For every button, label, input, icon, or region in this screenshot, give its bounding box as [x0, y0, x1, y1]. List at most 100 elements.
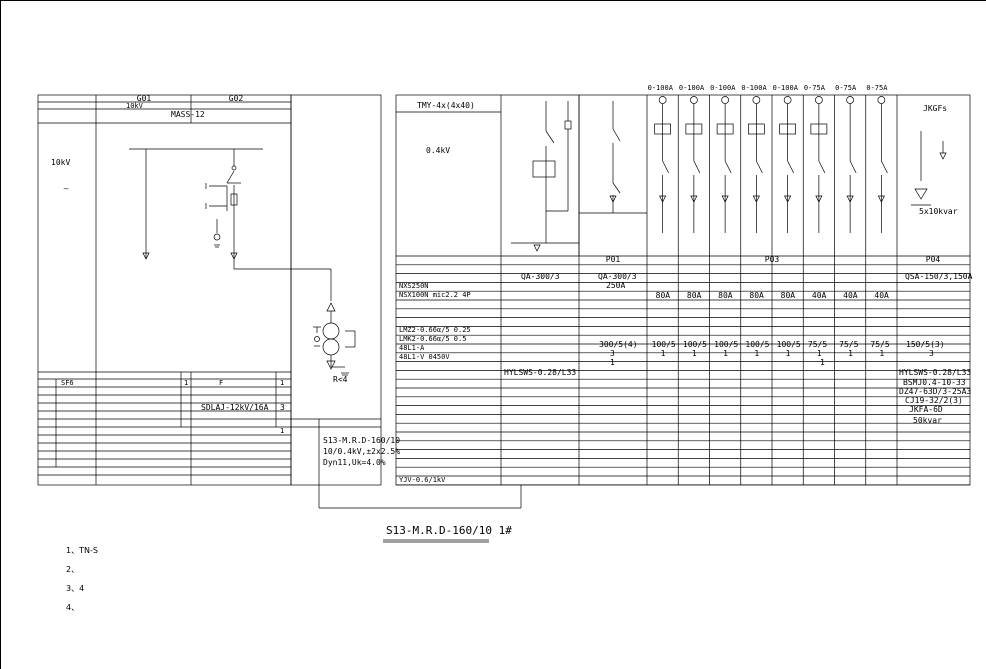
feeder-arrow — [784, 195, 792, 203]
ammeter-symbol — [877, 96, 886, 104]
feeder-arrow — [877, 195, 885, 203]
p04-spec-2: BSMJ0.4-10-33 — [903, 378, 966, 387]
note-1: 1、TN-S — [66, 546, 98, 555]
transformer-model-3: Dyn11,Uk=4.0% — [323, 458, 386, 467]
breaker-rating: 80A — [749, 291, 764, 300]
energy-meter — [716, 123, 734, 135]
ct-ratio: 100/5 — [651, 340, 676, 349]
note-4: 4、 — [66, 603, 80, 612]
ammeter-range-label: 0-100A — [678, 84, 705, 92]
hv-switch2-qty: 1 — [280, 379, 285, 387]
breaker-blade — [849, 160, 857, 174]
ct-p01: 300/5(4) — [599, 340, 638, 349]
ct-ratio: 75/5 — [807, 340, 828, 349]
feeder-arrow — [846, 195, 854, 203]
ammeter-symbol — [846, 96, 854, 104]
lv-row-label: LMZ2-0.66α/5 0.25 — [399, 326, 471, 335]
breaker-blade — [818, 160, 826, 174]
hv-col1-use: 10kV — [126, 102, 143, 110]
ct-quantity: 1 — [785, 349, 791, 358]
ammeter-range-label: 0-100A — [741, 84, 767, 92]
hv-switch-model: SF6 — [61, 379, 74, 387]
p04-spec-3: DZ47-63D/3-25A3 — [899, 387, 972, 396]
energy-meter — [810, 123, 828, 135]
ct-p01-qty2: 1 — [610, 358, 615, 367]
hv-voltage: 10kV — [51, 158, 71, 167]
volt-qty: 1 — [820, 358, 825, 367]
ct-quantity: 1 — [816, 349, 822, 358]
qa-p01-rating: 250A — [606, 281, 626, 290]
breaker-rating: 80A — [718, 291, 733, 300]
energy-meter — [779, 123, 796, 135]
ammeter-range-label: 0-75A — [866, 84, 888, 92]
breaker-rating: 80A — [686, 291, 702, 300]
ammeter-range-label: 0-100A — [772, 84, 798, 92]
ct-quantity: 1 — [879, 349, 885, 358]
p04-spec-5: JKFA-6D — [909, 405, 943, 414]
note-3: 3、4 — [66, 584, 85, 593]
hv-vchar-1: — — [63, 184, 69, 193]
group-label-p01: P01 — [605, 255, 621, 264]
breaker-blade — [756, 160, 763, 174]
hv-col1-name: G01 — [136, 94, 152, 103]
ammeter-range-label: 0-100A — [710, 84, 736, 92]
ct-quantity: 1 — [723, 349, 728, 358]
breaker-rating: 80A — [780, 291, 796, 300]
ammeter-symbol — [721, 96, 729, 104]
qa-p01: QA-300/3 — [598, 272, 637, 281]
ammeter-symbol — [815, 96, 823, 104]
note-2: 2、 — [66, 565, 80, 574]
energy-meter — [654, 123, 671, 135]
p04-spec-6: 50kvar — [913, 416, 942, 425]
feeder-arrow — [690, 195, 698, 203]
breaker-rating: 40A — [811, 291, 827, 300]
ct-p01-qty: 3 — [610, 349, 615, 358]
capacitor-label: 5x10kvar — [919, 207, 958, 216]
qsa-p04: QSA-150/3,150A — [905, 272, 973, 281]
hv-col2-name: G02 — [228, 94, 244, 103]
ct-quantity: 1 — [691, 349, 697, 358]
lv-voltage: 0.4kV — [426, 146, 451, 155]
lv-row-label: NXS250N — [399, 282, 429, 291]
ct-p04: 150/5(3) — [906, 340, 945, 349]
lv-row-label: LMK2-0.66α/5 0.5 — [399, 335, 467, 344]
qa-main: QA-300/3 — [521, 272, 560, 281]
ct-ratio: 100/5 — [745, 340, 770, 349]
group-label-p03: P03 — [764, 255, 780, 264]
p04-spec-1: HYLSWS-0.28/L33 — [899, 368, 972, 377]
hv-switch-qty: 1 — [184, 379, 189, 387]
ammeter-symbol — [752, 96, 761, 104]
lv-row-label: 48L1-A — [399, 344, 425, 352]
ammeter-symbol — [690, 96, 698, 104]
drawing-caption: S13-M.R.D-160/10 1# — [386, 524, 512, 537]
breaker-blade — [693, 160, 701, 174]
earth-resistance: R<4 — [333, 375, 348, 384]
hv-fuse-model: SDLAJ-12kV/16A — [201, 403, 269, 412]
ct-ratio: 75/5 — [839, 340, 859, 349]
hv-table-frame — [37, 94, 292, 486]
feeder-arrow — [752, 195, 760, 203]
breaker-blade — [881, 160, 888, 174]
hv-switch2-model: F — [219, 379, 224, 387]
lv-row-label: YJV-0.6/1kV — [399, 476, 446, 484]
lv-table-frame — [395, 94, 971, 486]
group-label-p04: P04 — [925, 255, 941, 264]
feeder-arrow — [815, 195, 823, 203]
transformer-model-2: 10/0.4kV,±2x2.5% — [323, 447, 401, 456]
breaker-rating: 80A — [655, 291, 671, 300]
transformer-frame — [290, 94, 382, 486]
lv-row-label: NSX100N mic2.2 4P — [399, 291, 471, 300]
energy-meter — [685, 123, 703, 135]
jkgf-label: JKGFs — [923, 104, 948, 113]
ct-quantity: 1 — [754, 349, 760, 358]
feeder-arrow — [659, 195, 667, 203]
hv-vertical-label: — — [61, 179, 71, 199]
ct-quantity: 1 — [848, 349, 853, 358]
hv-cabinet-model: MASS-12 — [171, 110, 205, 119]
hv-other-qty: 1 — [280, 427, 285, 435]
lv-row-label: 48L1-V 0450V — [399, 352, 450, 361]
breaker-blade — [724, 160, 732, 174]
ct-ratio: 100/5 — [776, 340, 801, 349]
